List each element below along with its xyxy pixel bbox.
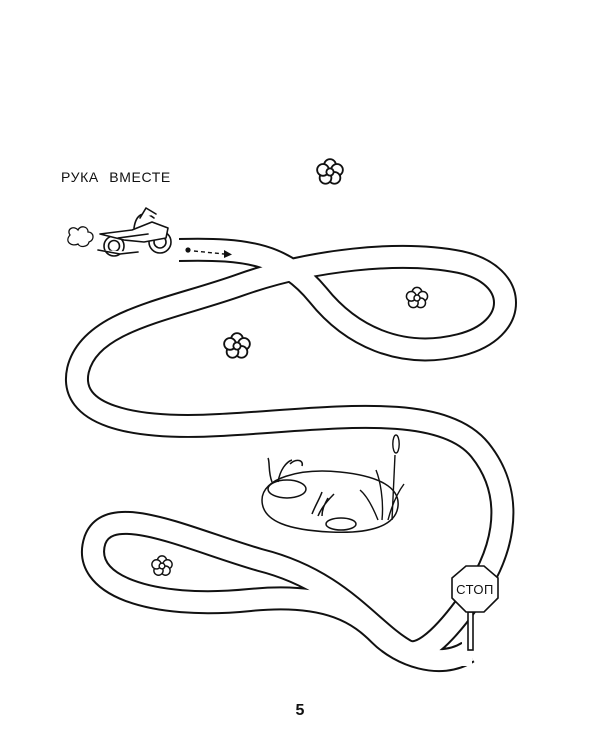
stop-sign-label: СТОП xyxy=(456,582,494,597)
maze-road[interactable] xyxy=(65,236,517,672)
exhaust-smoke-icon xyxy=(67,226,94,248)
cattail-icon xyxy=(359,434,405,521)
start-dot-icon xyxy=(185,247,191,253)
flower-icon xyxy=(316,158,344,185)
flower-icon xyxy=(405,286,429,309)
start-marker xyxy=(185,247,232,258)
instruction-text: РУКА ВМЕСТЕ xyxy=(61,169,171,185)
pond-icon xyxy=(261,457,399,534)
page-number: 5 xyxy=(295,702,305,719)
dashed-arrow-icon xyxy=(193,250,225,255)
flower-icon xyxy=(151,555,173,576)
stop-sign-icon: СТОП xyxy=(451,565,499,651)
flower-icon xyxy=(223,332,251,359)
motorcycle-icon xyxy=(97,207,172,257)
